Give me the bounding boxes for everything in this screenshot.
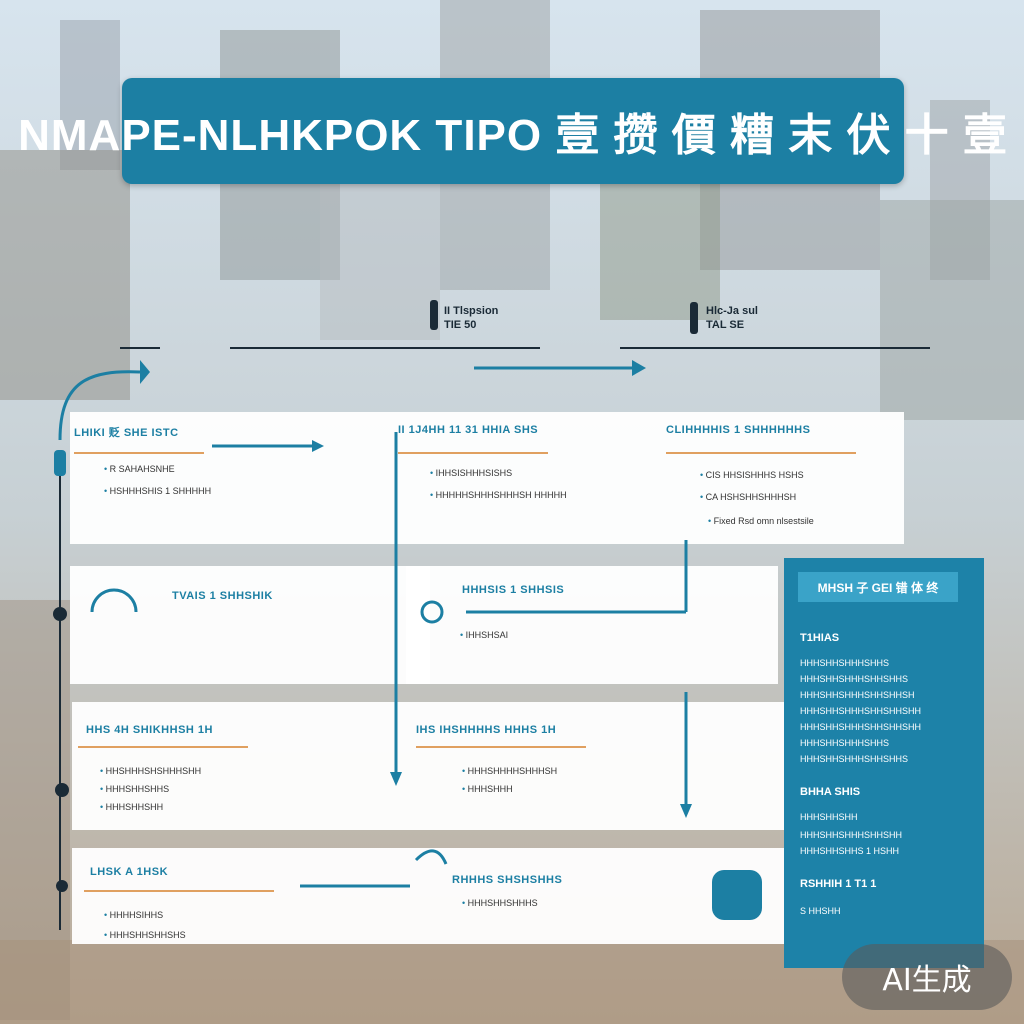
panel-7-heading: IHS IHSHHHHS HHHS 1H bbox=[416, 724, 557, 736]
side-panel-line-10: HHHSHHSHHS 1 HSHH bbox=[800, 846, 900, 856]
page-title: NMAPE-NLHKPOK TIPO 壹 攒 價 糟 末 伏 十 壹 bbox=[18, 111, 1008, 160]
panel-9-heading: RHHHS SHSHSHHS bbox=[452, 874, 563, 886]
side-panel-line-2: HHHSHHSHHHSHHSHHS bbox=[800, 674, 909, 684]
panel-7-rule bbox=[416, 746, 586, 748]
top-label-2-line1: Hlc-Ja sul bbox=[706, 305, 758, 317]
title-banner: NMAPE-NLHKPOK TIPO 壹 攒 價 糟 末 伏 十 壹 bbox=[18, 78, 1007, 184]
top-label-1: II Tlspsion TIE 50 bbox=[444, 304, 498, 332]
side-panel-line-7: HHHSHHSHHHSHHSHHS bbox=[800, 754, 909, 764]
panel-1-rule bbox=[74, 452, 204, 454]
top-label-1-line2: TIE 50 bbox=[444, 319, 477, 331]
panel-8-rule bbox=[84, 890, 274, 892]
panel-9-bullet-1: HHHSHHSHHHS bbox=[462, 898, 538, 908]
top-label-2-line2: TAL SE bbox=[706, 319, 745, 331]
panel-2-bullet-2: HHHHHSHHHSHHHSH HHHHH bbox=[430, 490, 567, 500]
panel-6-bullet-3: HHHSHHSHH bbox=[100, 802, 164, 812]
side-panel-line-3: HHHSHHSHHHSHHSHHSH bbox=[800, 690, 915, 700]
panel-3-bullet-3: Fixed Rsd omn nlsestsile bbox=[708, 516, 814, 526]
panel-1-heading: LHIKI 贬 SHE ISTC bbox=[74, 427, 179, 439]
panel-1-bullet-1: R SAHAHSNHE bbox=[104, 464, 175, 474]
side-panel-subhead-3: RSHHIH 1 T1 1 bbox=[800, 878, 877, 890]
side-panel-line-11: S HHSHH bbox=[800, 906, 841, 916]
panel-6-heading: HHS 4H SHIKHHSH 1H bbox=[86, 724, 213, 736]
side-panel-subhead-2: BHHA SHIS bbox=[800, 786, 861, 798]
panel-7-bullet-2: HHHSHHH bbox=[462, 784, 513, 794]
panel-5-heading: HHHSIS 1 SHHSIS bbox=[462, 584, 565, 596]
panel-5-bullet-1: IHHSHSAI bbox=[460, 630, 509, 640]
top-label-2: Hlc-Ja sul TAL SE bbox=[706, 304, 758, 332]
side-panel-line-9: HHHSHHSHHHSHHSHH bbox=[800, 830, 903, 840]
side-panel: MHSH 子 GEI 错 体 终 T1HIAS HHHSHHSHHHSHHS H… bbox=[784, 558, 984, 968]
panel-3-bullet-2: CA HSHSHHSHHHSH bbox=[700, 492, 797, 502]
side-panel-line-4: HHHSHHSHHHSHHSHHSHH bbox=[800, 706, 922, 716]
panel-3-heading: CLIHHHHIS 1 SHHHHHHS bbox=[666, 424, 811, 436]
panel-4-heading: TVAIS 1 SHHSHIK bbox=[172, 590, 273, 602]
panel-6-bullet-1: HHSHHHSHSHHHSHH bbox=[100, 766, 202, 776]
panel-8-heading: LHSK A 1HSK bbox=[90, 866, 169, 878]
side-panel-line-6: HHHSHHSHHHSHHS bbox=[800, 738, 890, 748]
panel-2-rule bbox=[398, 452, 548, 454]
panel-8-bullet-1: HHHHSIHHS bbox=[104, 910, 164, 920]
panel-6-rule bbox=[78, 746, 248, 748]
panel-row-2-right bbox=[406, 566, 778, 684]
panel-3-bullet-1: CIS HHSISHHHS HSHS bbox=[700, 470, 804, 480]
panel-1-bullet-2: HSHHHSHIS 1 SHHHHH bbox=[104, 486, 212, 496]
panel-6-bullet-2: HHHSHHSHHS bbox=[100, 784, 170, 794]
panel-3-rule bbox=[666, 452, 856, 454]
panel-2-bullet-1: IHHSISHHHSISHS bbox=[430, 468, 513, 478]
side-panel-line-5: HHHSHHSHHHSHHSHHSHH bbox=[800, 722, 922, 732]
side-panel-line-8: HHHSHHSHH bbox=[800, 812, 858, 822]
side-panel-subhead-1: T1HIAS bbox=[800, 632, 840, 644]
top-label-1-line1: II Tlspsion bbox=[444, 305, 499, 317]
ai-generated-badge: AI生成 bbox=[842, 944, 1012, 1010]
panel-8-bullet-2: HHHSHHSHHSHS bbox=[104, 930, 186, 940]
side-panel-line-1: HHHSHHSHHHSHHS bbox=[800, 658, 890, 668]
panel-7-bullet-1: HHHSHHHHSHHHSH bbox=[462, 766, 558, 776]
panel-row-2-left bbox=[70, 566, 430, 684]
side-panel-heading: MHSH 子 GEI 错 体 终 bbox=[798, 572, 958, 602]
panel-2-heading: II 1J4HH 11 31 HHIA SHS bbox=[398, 424, 539, 436]
